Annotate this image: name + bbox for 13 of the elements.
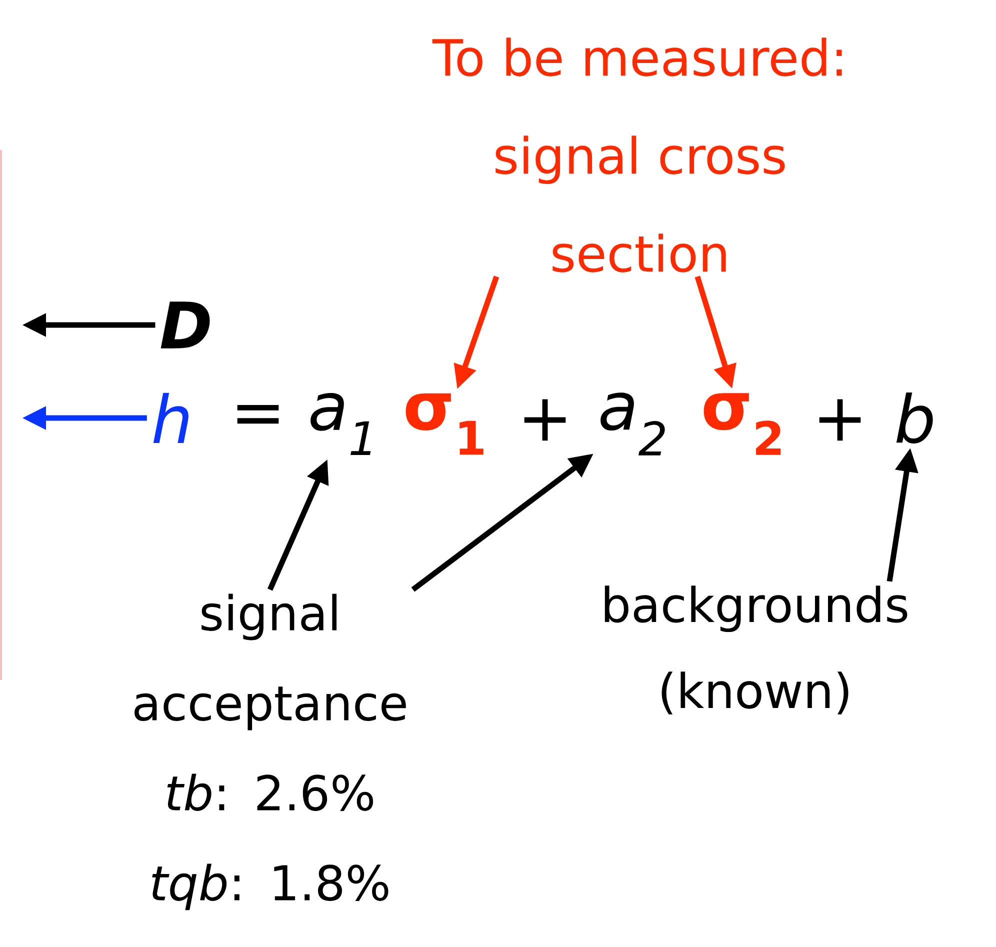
- variable-symbol: h: [153, 392, 188, 444]
- operator-sign: =: [237, 405, 279, 424]
- annotation-text: backgrounds (known): [604, 586, 908, 714]
- coefficient-symbol: a$_{1}$: [310, 392, 371, 456]
- variable-symbol: D: [160, 302, 210, 348]
- operator-sign: +: [819, 399, 861, 441]
- coefficient-symbol: a$_{2}$: [600, 392, 665, 456]
- background-symbol: b: [896, 392, 933, 444]
- annotation-text: signal acceptance tb: 2.6% tqb: 1.8%: [134, 594, 406, 910]
- cross-section-symbol: σ$_{2}$: [704, 393, 781, 455]
- cross-section-symbol: σ$_{1}$: [406, 393, 484, 455]
- heading-text: To be measured: signal cross section: [432, 38, 842, 272]
- operator-sign: +: [524, 399, 566, 441]
